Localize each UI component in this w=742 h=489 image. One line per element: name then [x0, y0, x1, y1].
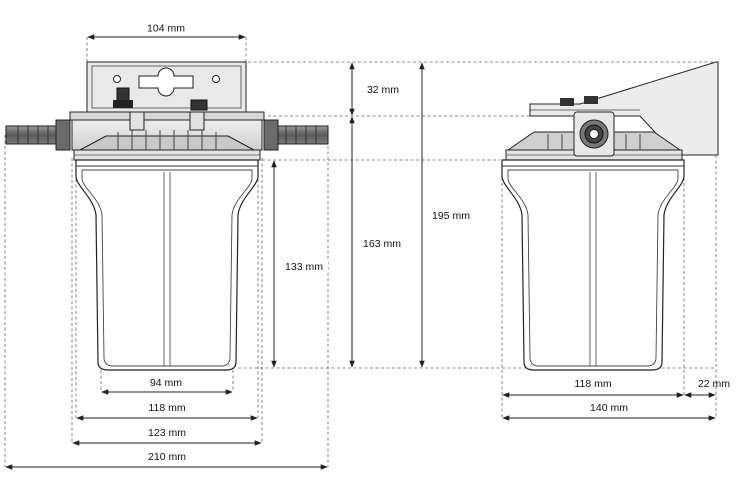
side-bracket [529, 61, 719, 156]
dim-bowl-height-label: 133 mm [285, 261, 323, 273]
dim-housing-height-label: 163 mm [363, 238, 401, 250]
front-view [5, 61, 329, 371]
dimension-lines [5, 34, 716, 470]
dimension-labels: 104 mm 32 mm 195 mm 163 mm 133 mm 94 mm … [140, 22, 730, 463]
dim-side-offset-label: 22 mm [698, 378, 730, 390]
dim-side-bowl-width-label: 118 mm [574, 378, 611, 390]
dim-side-total-width-label: 140 mm [590, 402, 628, 414]
side-head [505, 111, 683, 161]
right-hose-barb [263, 119, 329, 151]
dim-cap-width-label: 123 mm [148, 427, 186, 439]
dim-front-top-width-label: 104 mm [147, 23, 185, 35]
dim-overall-width-label: 210 mm [148, 451, 186, 463]
filter-bowl [75, 159, 259, 371]
filter-head [69, 111, 265, 161]
mounting-bracket [86, 61, 247, 113]
dim-bracket-height-label: 32 mm [367, 84, 399, 96]
dim-bowl-width-label: 118 mm [148, 402, 185, 414]
dim-bowl-bottom-width-label: 94 mm [150, 377, 182, 389]
left-hose-barb [5, 119, 71, 151]
dim-total-height-label: 195 mm [432, 210, 470, 222]
side-view [501, 61, 719, 371]
extension-lines [4, 37, 718, 467]
side-bowl [501, 159, 685, 371]
